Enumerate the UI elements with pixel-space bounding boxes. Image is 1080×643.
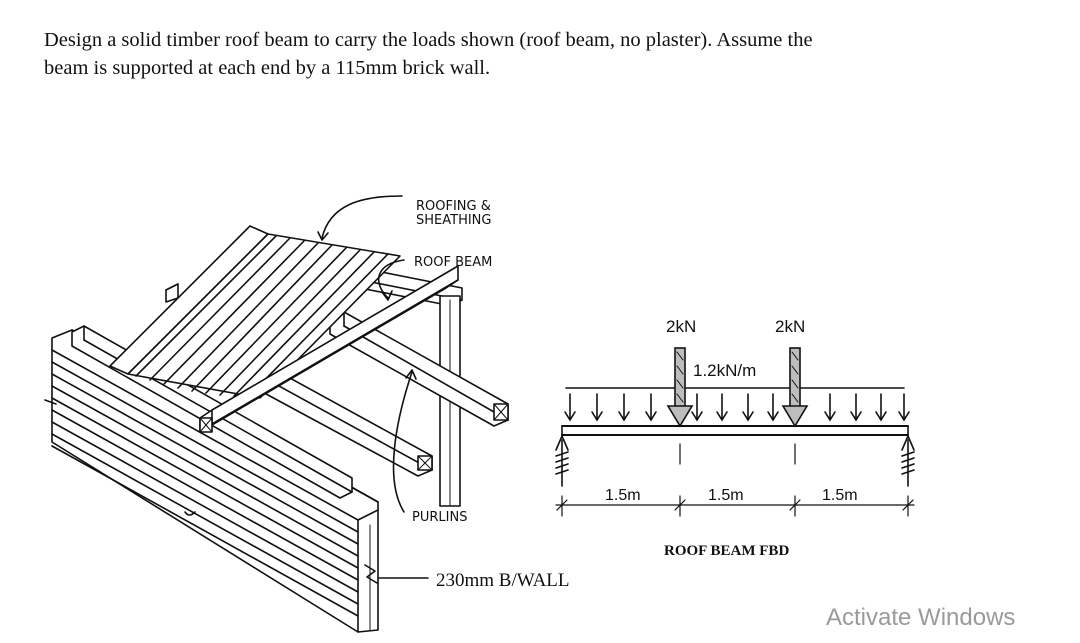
span-3-label: 1.5m (822, 487, 858, 504)
activate-windows-watermark: Activate Windows (826, 604, 1016, 631)
span-2-label: 1.5m (708, 487, 744, 504)
problem-line-2: beam is supported at each end by a 115mm… (44, 57, 491, 79)
udl-arrows (564, 393, 910, 422)
leader-roof-beam-arrow (381, 290, 393, 301)
leader-roofing (321, 195, 403, 239)
leader-purlins-arrow (405, 369, 417, 380)
support-right (901, 433, 915, 487)
leader-purlins (392, 371, 413, 513)
label-roof-beam: ROOF BEAM (414, 255, 492, 270)
span-1-label: 1.5m (605, 487, 641, 504)
fbd-caption: ROOF BEAM FBD (664, 543, 789, 559)
label-roofing-1: ROOFING & (416, 199, 491, 214)
roof-beam-member (199, 265, 459, 433)
leader-roofing-arrow (317, 231, 329, 241)
purlins (254, 311, 509, 477)
problem-line-1: Design a solid timber roof beam to carry… (44, 29, 813, 51)
label-purlins: PURLINS (412, 510, 467, 525)
point-load-right (781, 347, 809, 428)
dimension-line (555, 495, 915, 517)
support-left (555, 433, 569, 487)
load-left-label: 2kN (666, 317, 696, 336)
leader-roof-beam (378, 259, 405, 299)
brick-wall (44, 329, 379, 633)
roof-sheathing (109, 225, 401, 399)
udl-label: 1.2kN/m (693, 361, 756, 380)
load-right-label: 2kN (775, 317, 805, 336)
roof-beam-fbd (555, 347, 915, 517)
roof-sketch (44, 195, 509, 633)
problem-statement: Design a solid timber roof beam to carry… (44, 26, 1034, 82)
point-load-left (666, 347, 694, 428)
label-wall: 230mm B/WALL (436, 570, 570, 591)
label-roofing-2: SHEATHING (416, 213, 491, 228)
